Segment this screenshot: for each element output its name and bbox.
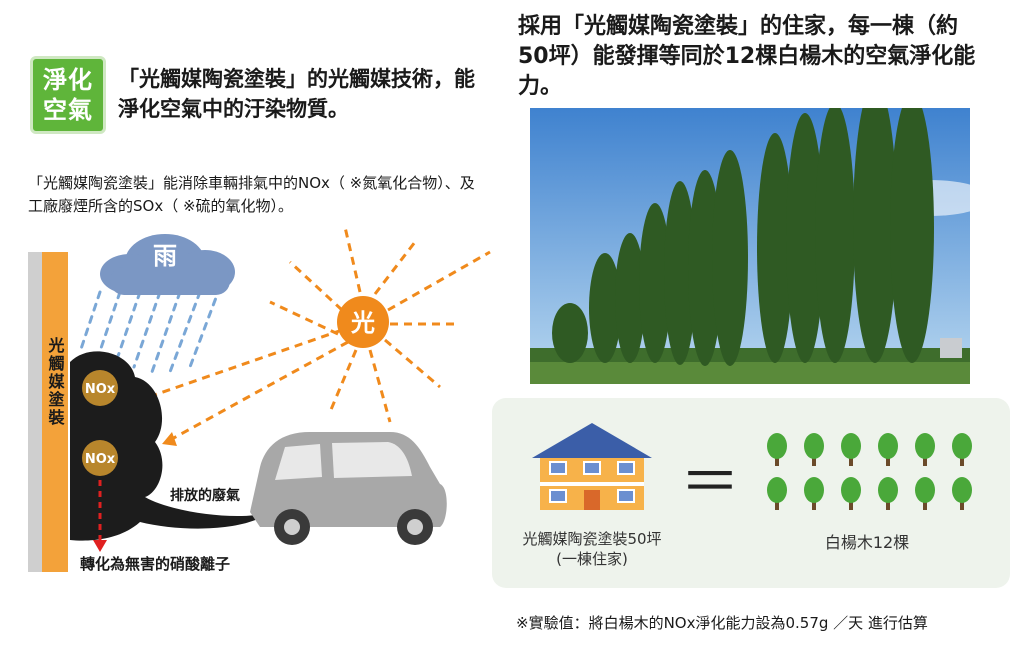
poplar-tree-icon (804, 433, 824, 466)
exhaust-smoke (70, 351, 270, 541)
headline: 「光觸媒陶瓷塗裝」的光觸媒技術，能淨化空氣中的汙染物質。 (118, 67, 475, 121)
sun-icon (337, 296, 389, 348)
arrowhead-2 (162, 432, 177, 446)
tree-grid (767, 433, 972, 510)
wall-label: 光觸媒塗裝 (46, 336, 66, 427)
nox-bubble-2 (82, 440, 118, 476)
poplar-tree-icon (878, 433, 898, 466)
poplar-tree-icon (841, 477, 861, 510)
poplar-tree-icon (878, 477, 898, 510)
equals-symbol: ＝ (680, 448, 740, 518)
poplar-tree-icon (952, 477, 972, 510)
conversion-arrowhead (93, 540, 107, 552)
poplar-tree-icon (952, 433, 972, 466)
equivalence-diagram: 光觸媒陶瓷塗裝50坪 (一棟住家) ＝ 白楊木12棵 (522, 423, 972, 568)
poplar-tree-icon (915, 433, 935, 466)
result-label: 轉化為無害的硝酸離子 (80, 555, 230, 573)
wall-back (28, 252, 42, 572)
poplar-photo (530, 108, 970, 384)
house-caption-line1: 光觸媒陶瓷塗裝50坪 (522, 530, 661, 548)
exhaust-label: 排放的廢氣 (170, 487, 240, 504)
right-title: 採用「光觸媒陶瓷塗裝」的住家，每一棟（約50坪）能發揮等同於12棵白楊木的空氣淨… (518, 14, 976, 99)
footnote: ※實驗值：將白楊木的NOx淨化能力設為0.57g ／天 進行估算 (516, 614, 928, 632)
house-caption-line2: (一棟住家) (556, 550, 628, 568)
photocatalyst-diagram: 雨 光 光觸媒塗裝 NOx NOx 排放的廢氣 轉化為無害的硝酸離子 (28, 226, 491, 573)
poplar-tree-icon (915, 477, 935, 510)
rain-label: 雨 (153, 242, 177, 270)
light-label: 光 (350, 309, 375, 337)
nox-label-2: NOx (85, 452, 116, 467)
poplar-trees (552, 108, 934, 366)
nox-label-1: NOx (85, 382, 116, 397)
rain-cloud-icon (100, 234, 235, 295)
badge-line-2: 空氣 (43, 96, 93, 124)
light-to-nox-arrows (139, 328, 349, 442)
poplar-tree-icon (767, 477, 787, 510)
tree-caption: 白楊木12棵 (825, 533, 909, 552)
badge-line-1: 淨化 (43, 66, 93, 94)
nox-bubble-1 (82, 370, 118, 406)
description: 「光觸媒陶瓷塗裝」能消除車輛排氣中的NOx（ ※氮氧化合物）、及工廠廢煙所含的S… (28, 174, 475, 215)
poplar-tree-icon (841, 433, 861, 466)
house-icon (532, 423, 652, 510)
rain-drops (78, 285, 222, 374)
poplar-tree-icon (767, 433, 787, 466)
photocatalyst-wall (42, 252, 68, 572)
poplar-tree-icon (804, 477, 824, 510)
sun-rays (269, 226, 491, 423)
purify-air-badge: 淨化 空氣 (30, 56, 106, 134)
car-icon (250, 432, 447, 545)
